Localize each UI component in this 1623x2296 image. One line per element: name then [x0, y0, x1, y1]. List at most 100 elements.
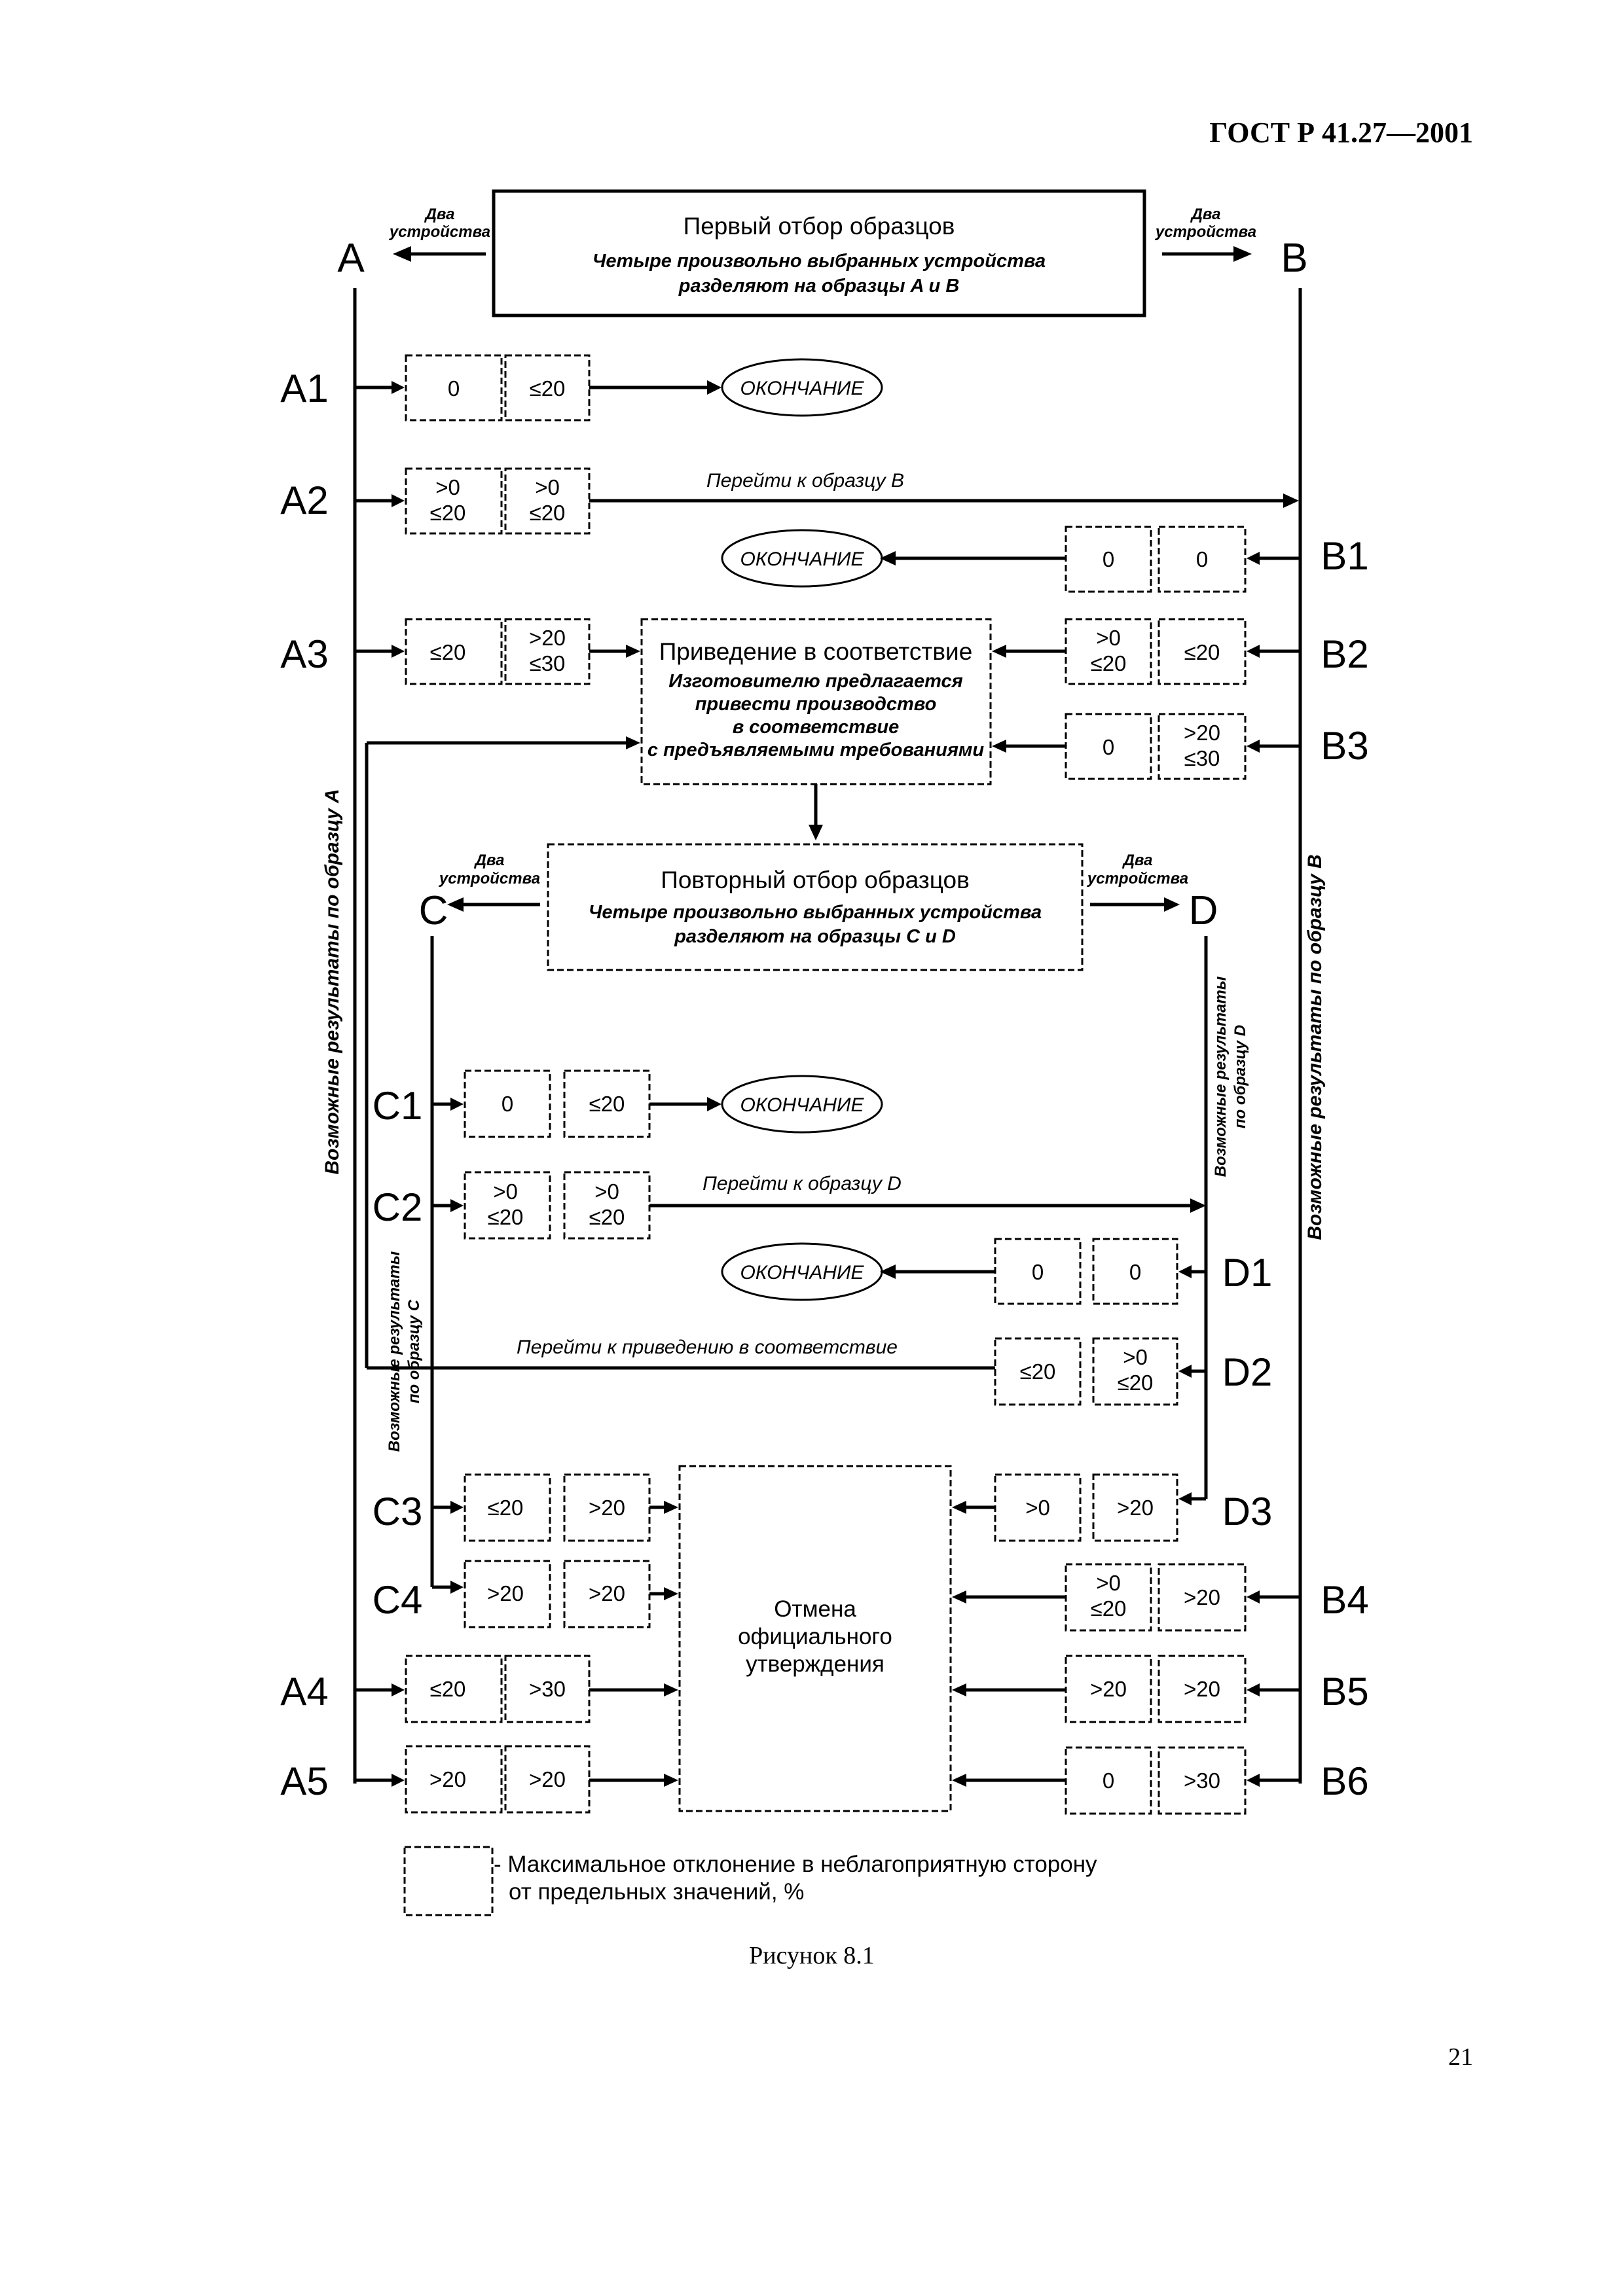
cell-b4-2 [1158, 1563, 1247, 1632]
cell-c3-2 [563, 1473, 651, 1542]
cell-d2-2 [1092, 1337, 1178, 1406]
conformity-line1: Изготовителю предлагается [668, 671, 963, 692]
cell-b2-1-text-2: ≤20 [1091, 651, 1127, 675]
cell-c2-2-text-2: ≤20 [589, 1205, 625, 1229]
cell-a1-1 [405, 354, 503, 422]
cell-c1-1 [464, 1069, 551, 1138]
two-devices-c-1: Два [474, 852, 505, 869]
row-label-d1: D1 [1222, 1251, 1273, 1295]
end-node-d1 [721, 1242, 883, 1301]
cell-d3-1-text: >0 [1025, 1496, 1050, 1520]
standard-header: ГОСТ Р 41.27—2001 [1209, 117, 1473, 149]
cell-d2-2-text-1: >0 [1123, 1345, 1148, 1369]
cell-a4-2 [504, 1655, 591, 1723]
axis-label-c-1: Возможные результаты [386, 1251, 403, 1452]
conformity-line3: в соответствие [733, 717, 900, 738]
goto-b-text: Перейти к образцу B [706, 470, 904, 492]
cell-a5-2 [504, 1745, 591, 1814]
cell-b3-2-text-2: ≤30 [1184, 746, 1220, 770]
cell-c2-1 [464, 1171, 551, 1240]
cancel-box [678, 1465, 952, 1812]
cell-c3-2-text: >20 [589, 1496, 625, 1520]
cell-d2-2-text-2: ≤20 [1118, 1371, 1154, 1395]
cancel-line3: утверждения [746, 1651, 884, 1677]
cell-b5-1 [1065, 1655, 1152, 1723]
cell-a4-2-text: >30 [529, 1677, 566, 1701]
cell-d1-2-text: 0 [1129, 1260, 1141, 1284]
two-devices-b-1: Два [1190, 206, 1221, 223]
cell-a3-2-text-1: >20 [529, 626, 566, 650]
cell-c3-1 [464, 1473, 551, 1542]
cell-c1-2 [563, 1069, 651, 1138]
cell-c1-2-text: ≤20 [589, 1092, 625, 1116]
first-sampling-line2: разделяют на образцы A и B [678, 276, 960, 296]
cell-b5-1-text: >20 [1090, 1677, 1127, 1701]
cell-a2-2 [504, 467, 591, 535]
letter-c: C [419, 888, 448, 933]
row-label-a1: A1 [280, 367, 328, 410]
cell-b1-1-text: 0 [1103, 547, 1114, 571]
row-label-b5: B5 [1321, 1670, 1368, 1713]
cell-b5-2 [1158, 1655, 1247, 1723]
second-sampling-box [547, 843, 1084, 971]
conformity-box [640, 618, 992, 785]
two-devices-d-2: устройства [1087, 870, 1188, 888]
first-sampling-title: Первый отбор образцов [684, 213, 955, 240]
end-label-b1: ОКОНЧАНИЕ [740, 548, 864, 570]
cell-a3-1-text: ≤20 [430, 640, 466, 664]
cancel-line2: официального [738, 1624, 892, 1649]
row-label-d3: D3 [1222, 1490, 1273, 1534]
cell-a5-1 [405, 1745, 503, 1814]
end-label-d1: ОКОНЧАНИЕ [740, 1262, 864, 1283]
second-sampling-title: Повторный отбор образцов [661, 867, 970, 893]
cell-a3-2-text-2: ≤30 [530, 651, 566, 675]
cell-a5-2-text: >20 [529, 1767, 566, 1791]
row-label-c3: C3 [373, 1490, 423, 1534]
axis-label-d-1: Возможные результаты [1212, 976, 1230, 1177]
cell-d1-2 [1092, 1238, 1178, 1305]
cell-b6-1-text: 0 [1103, 1768, 1114, 1793]
two-devices-d-1: Два [1122, 852, 1153, 869]
cell-a3-1 [405, 618, 503, 685]
cell-c3-1-text: ≤20 [488, 1496, 524, 1520]
cell-a2-1-text-1: >0 [435, 475, 460, 499]
legend-box [403, 1846, 494, 1916]
cell-a1-1-text: 0 [448, 376, 460, 401]
cell-c4-1-text: >20 [487, 1581, 524, 1605]
cell-b6-2 [1158, 1746, 1247, 1815]
axis-label-c-2: по образцу C [405, 1299, 423, 1403]
cell-b6-2-text: >30 [1184, 1768, 1220, 1793]
row-label-b3: B3 [1321, 724, 1368, 768]
end-node-c1 [721, 1075, 883, 1134]
letter-d: D [1189, 888, 1218, 933]
cell-c4-2-text: >20 [589, 1581, 625, 1605]
row-label-c4: C4 [373, 1578, 423, 1622]
cell-d3-2 [1092, 1473, 1178, 1542]
cell-d2-1-text: ≤20 [1020, 1359, 1056, 1384]
row-label-a2: A2 [280, 478, 328, 522]
cell-b1-2-text: 0 [1196, 547, 1208, 571]
cell-a2-1 [405, 467, 503, 535]
cell-b4-1-text-1: >0 [1096, 1571, 1121, 1595]
cell-b4-1-text-2: ≤20 [1091, 1596, 1127, 1621]
conformity-line4: с предъявляемыми требованиями [647, 740, 984, 761]
axis-label-a: Возможные результаты по образцу A [321, 789, 343, 1174]
letter-b: B [1281, 236, 1307, 281]
row-label-b2: B2 [1321, 632, 1368, 676]
cell-b3-2-text-1: >20 [1184, 721, 1220, 745]
goto-conformity-text: Перейти к приведению в соответствие [517, 1336, 898, 1358]
row-label-a4: A4 [280, 1670, 328, 1713]
cell-b6-1 [1065, 1746, 1152, 1815]
end-node-a1 [721, 358, 883, 417]
two-devices-b-2: устройства [1155, 223, 1256, 241]
two-devices-c-2: устройства [439, 870, 540, 888]
axis-label-b: Возможные результаты по образцу B [1304, 854, 1326, 1240]
first-sampling-box [492, 189, 1146, 317]
cell-a3-2 [504, 618, 591, 685]
cell-b4-2-text: >20 [1184, 1585, 1220, 1609]
cell-a2-1-text-2: ≤20 [430, 501, 466, 525]
row-label-a3: A3 [280, 632, 328, 676]
end-label-c1: ОКОНЧАНИЕ [740, 1094, 864, 1116]
letter-a: A [337, 236, 365, 281]
first-sampling-line1: Четыре произвольно выбранных устройства [593, 251, 1046, 272]
